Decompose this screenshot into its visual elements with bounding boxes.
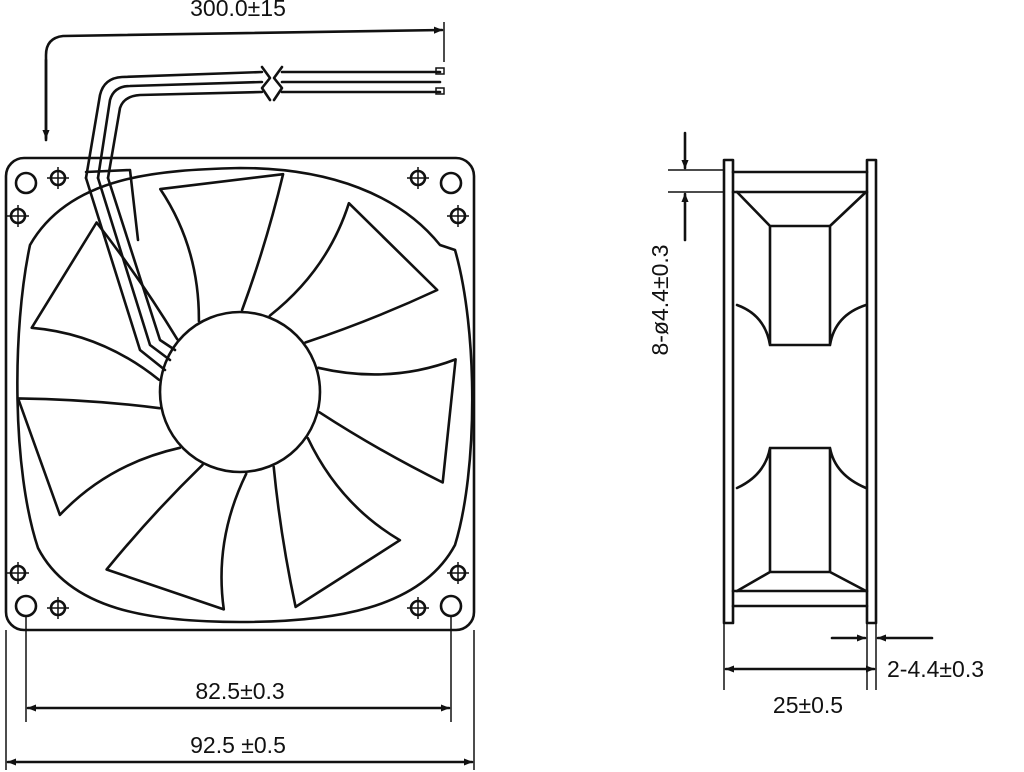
front-view: 300.0±15 82.5±0.3 92.5 ±0.5	[4, 0, 476, 770]
side-lower-housing	[735, 446, 868, 593]
cable	[84, 65, 445, 372]
fan-frame-inner-ring	[16, 166, 474, 624]
mount-hole-tr	[439, 171, 463, 195]
frame-thickness-dimension: 25±0.5	[723, 623, 876, 718]
crosshair-icon	[407, 597, 429, 619]
flange-thickness-label: 2-4.4±0.3	[887, 656, 984, 682]
fan-blade	[272, 436, 402, 609]
fan-blade	[268, 201, 439, 344]
crosshair-marks	[7, 167, 469, 619]
cable-length-dimension: 300.0±15	[42, 0, 445, 142]
crosshair-icon	[447, 562, 469, 584]
mount-hole-label: 8-ø4.4±0.3	[647, 244, 673, 355]
fan-blades	[16, 172, 457, 611]
frame-width-label: 92.5 ±0.5	[190, 732, 286, 758]
crosshair-icon	[7, 562, 29, 584]
crosshair-icon	[407, 167, 429, 189]
hole-spacing-label: 82.5±0.3	[195, 678, 284, 704]
mount-hole-br	[439, 594, 463, 618]
side-upper-housing	[735, 190, 868, 347]
flange-thickness-dimension: 2-4.4±0.3	[830, 623, 984, 690]
flange-front	[722, 158, 735, 625]
fan-hub	[158, 310, 322, 474]
crosshair-icon	[47, 597, 69, 619]
crosshair-icon	[447, 205, 469, 227]
fan-blade	[16, 397, 182, 517]
side-view: 8-ø4.4±0.3 2-4.4±0.3 25±0.5	[647, 131, 984, 718]
hole-spacing-dimension: 82.5±0.3	[25, 615, 452, 722]
mount-hole-tl	[14, 171, 38, 195]
fan-blade	[105, 463, 248, 611]
fan-blade	[317, 358, 457, 484]
crosshair-icon	[7, 205, 29, 227]
fan-blade	[30, 221, 179, 382]
flange-back	[865, 158, 878, 625]
frame-width-dimension: 92.5 ±0.5	[5, 630, 475, 770]
fan-frame-outer	[4, 156, 476, 632]
mount-hole-dimension: 8-ø4.4±0.3	[647, 131, 724, 356]
mount-hole-bl	[14, 594, 38, 618]
crosshair-icon	[47, 167, 69, 189]
cable-length-label: 300.0±15	[190, 0, 286, 21]
fan-blade	[159, 172, 285, 323]
frame-thickness-label: 25±0.5	[773, 692, 843, 718]
